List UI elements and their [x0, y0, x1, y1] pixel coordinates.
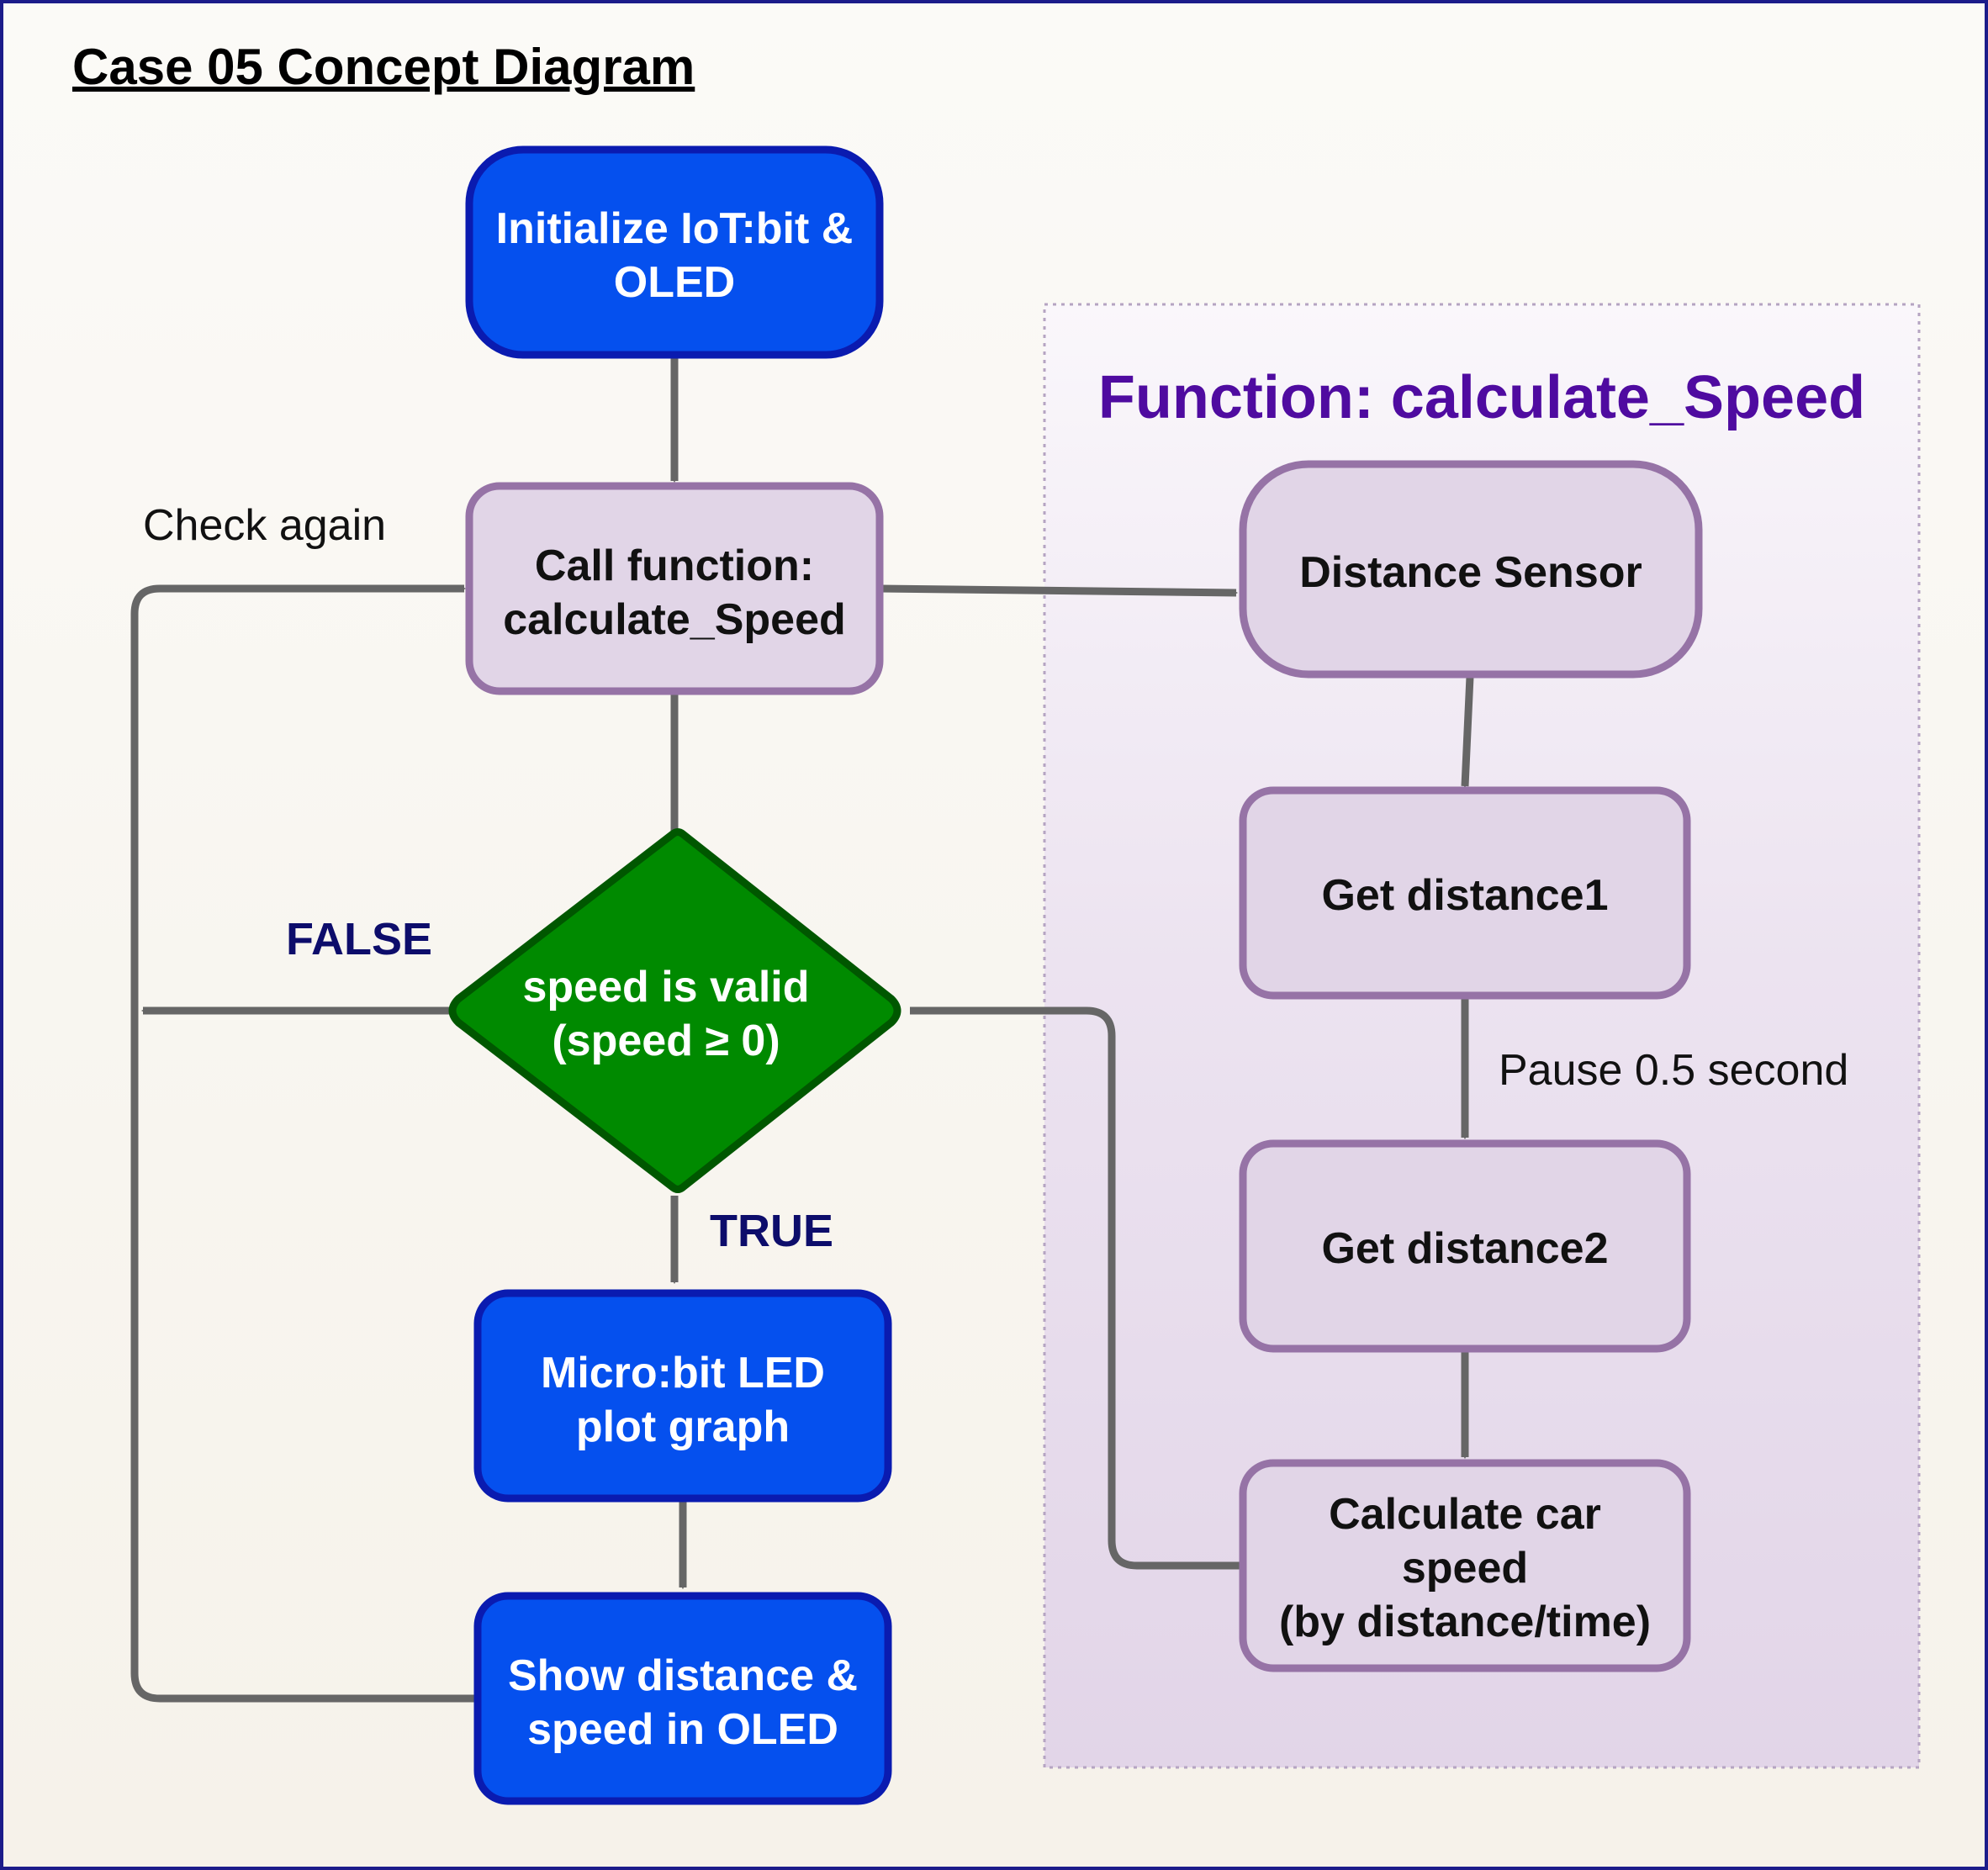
pause-label: Pause 0.5 second: [1499, 1046, 1848, 1095]
node-label-line: (speed ≥ 0): [552, 1017, 780, 1065]
init-node-label: Initialize IoT:bit & OLED: [496, 204, 854, 307]
get-distance1-node: [1239, 786, 1691, 1000]
false-label: FALSE: [286, 914, 432, 964]
node-label-line: speed in OLED: [527, 1705, 838, 1754]
distance-sensor-node-label: Distance Sensor: [1299, 548, 1642, 597]
call-function-node-label: Call function: calculate_Speed: [503, 541, 846, 644]
calculate-speed-node-label: Calculate car speed (by distance/time): [1279, 1490, 1651, 1646]
node-label-line: OLED: [614, 258, 735, 307]
show-oled-node-label: Show distance & speed in OLED: [508, 1651, 858, 1754]
distance-sensor-node: [1239, 460, 1703, 679]
led-plot-node: [473, 1289, 892, 1503]
node-label-line: calculate_Speed: [503, 595, 846, 644]
node-label-line: speed: [1402, 1544, 1528, 1593]
calculate-speed-node: [1239, 1459, 1691, 1672]
connector-calc-to-decision: [910, 1006, 1243, 1570]
led-plot-node-label: Micro:bit LED plot graph: [541, 1349, 825, 1451]
check-again-label: Check again: [143, 501, 386, 550]
get-distance2-node-label: Get distance2: [1321, 1224, 1608, 1273]
true-label: TRUE: [710, 1206, 833, 1256]
node-label-line: Show distance &: [508, 1651, 858, 1700]
call-function-node: [465, 482, 884, 695]
decision-node-label: speed is valid (speed ≥ 0): [522, 963, 809, 1065]
arrow-loop-check-again: [130, 584, 481, 1703]
show-oled-node: [473, 1592, 892, 1805]
arrow-sensor-to-d1: [1461, 676, 1474, 789]
get-distance1-node-label: Get distance1: [1321, 871, 1608, 920]
node-label-line: Get distance1: [1321, 871, 1608, 920]
node-label-line: Calculate car: [1329, 1490, 1601, 1539]
node-label-line: plot graph: [576, 1402, 790, 1451]
page-title: Case 05 Concept Diagram: [72, 39, 695, 95]
get-distance2-node: [1239, 1139, 1691, 1353]
node-label-line: Distance Sensor: [1299, 548, 1642, 597]
decision-node: [448, 828, 901, 1193]
node-label-line: Initialize IoT:bit &: [496, 204, 854, 253]
node-label-line: Micro:bit LED: [541, 1349, 825, 1397]
init-node: [465, 145, 884, 359]
arrow-call-to-sensor: [879, 584, 1239, 597]
node-label-line: Get distance2: [1321, 1224, 1608, 1273]
function-panel-title: Function: calculate_Speed: [1098, 364, 1865, 431]
node-label-line: Call function:: [535, 541, 814, 590]
node-label-line: speed is valid: [522, 963, 809, 1012]
node-label-line: (by distance/time): [1279, 1598, 1651, 1646]
